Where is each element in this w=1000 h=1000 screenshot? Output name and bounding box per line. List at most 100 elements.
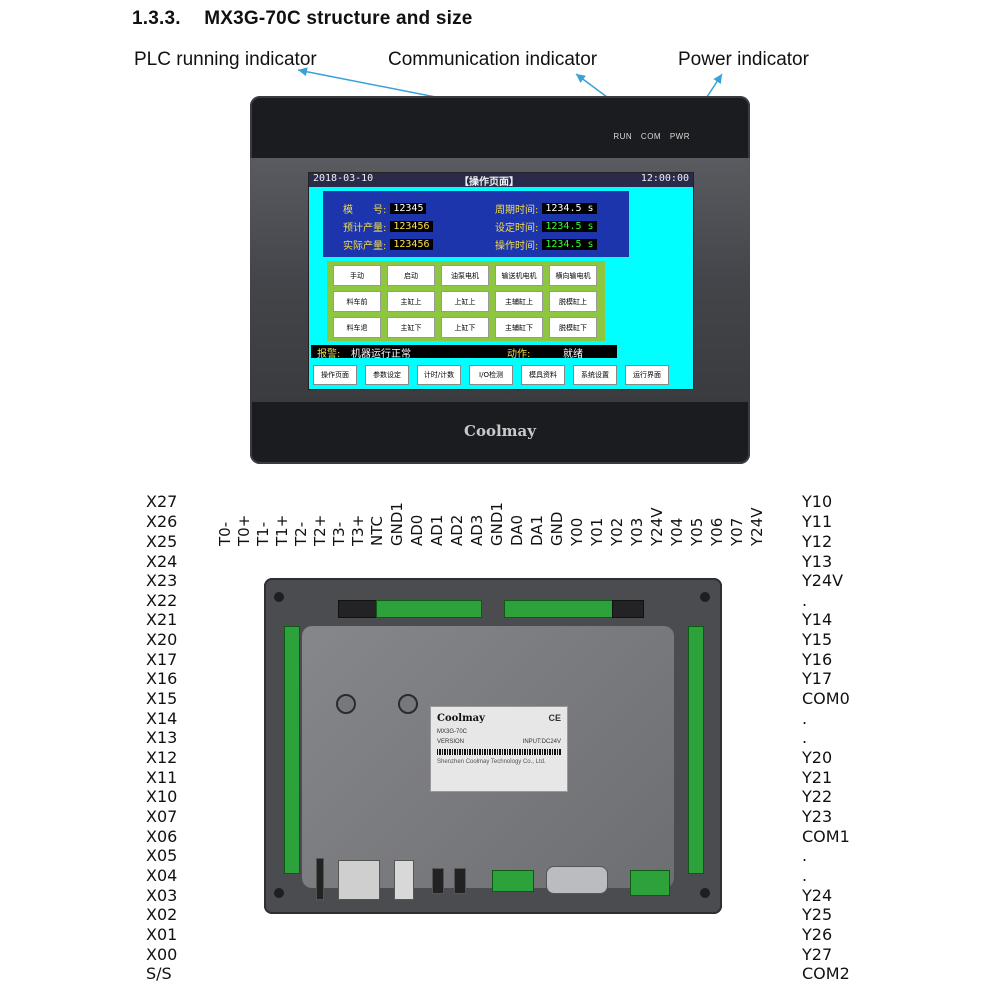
- pin-label-right: Y22: [802, 787, 833, 806]
- nav-button[interactable]: 系统设置: [573, 365, 617, 385]
- screw-icon: [700, 592, 710, 602]
- grid-button[interactable]: 料车退: [333, 317, 381, 338]
- pin-label-left: X02: [146, 905, 178, 924]
- screw-icon: [274, 592, 284, 602]
- screw-icon: [274, 888, 284, 898]
- ethernet-port[interactable]: [338, 860, 380, 900]
- pin-label-top: DA0: [508, 514, 526, 546]
- callout-pwr-indicator: Power indicator: [678, 49, 809, 70]
- pin-label-top: AD2: [448, 514, 466, 546]
- grid-button[interactable]: 输送机电机: [495, 265, 543, 286]
- screen-topbar: 2018-03-10 【操作页面】 12:00:00: [309, 173, 693, 188]
- grid-button[interactable]: 脱模缸下: [549, 317, 597, 338]
- pin-label-top: AD1: [428, 514, 446, 546]
- indicator-labels: RUN COM PWR: [607, 132, 690, 141]
- pin-label-left: X04: [146, 866, 178, 885]
- sd-slot[interactable]: [316, 858, 324, 900]
- hmi-screen[interactable]: 2018-03-10 【操作页面】 12:00:00 模 号: 12345 预计…: [308, 172, 694, 390]
- grid-button[interactable]: 主缸下: [387, 317, 435, 338]
- nav-button[interactable]: 计时/计数: [417, 365, 461, 385]
- pin-label-right: .: [802, 591, 808, 610]
- screen-time: 12:00:00: [640, 173, 689, 184]
- pin-label-top: GND: [548, 511, 566, 546]
- pin-label-left: X21: [146, 610, 178, 629]
- screw-icon: [700, 888, 710, 898]
- field-label: 周期时间:: [495, 205, 539, 216]
- pin-label-top: Y24V: [748, 507, 766, 546]
- pin-label-right: Y17: [802, 669, 833, 688]
- callout-com-indicator: Communication indicator: [388, 49, 598, 70]
- grid-button[interactable]: 主缸上: [387, 291, 435, 312]
- field-label: 预计产量:: [343, 223, 387, 234]
- pin-label-right: Y10: [802, 492, 833, 511]
- pin-label-right: Y12: [802, 532, 833, 551]
- grid-button[interactable]: 启动: [387, 265, 435, 286]
- pin-label-left: X17: [146, 650, 178, 669]
- grid-button[interactable]: 上缸上: [441, 291, 489, 312]
- pin-label-right: Y20: [802, 748, 833, 767]
- action-label: 动作:: [507, 349, 531, 360]
- nav-button[interactable]: 模具资料: [521, 365, 565, 385]
- hmi-front-panel: RUN COM PWR 2018-03-10 【操作页面】 12:00:00 模…: [250, 96, 750, 464]
- pin-label-top: T2+: [311, 514, 329, 546]
- grid-button[interactable]: 手动: [333, 265, 381, 286]
- pin-label-left: X22: [146, 591, 178, 610]
- field-value: 123456: [390, 221, 433, 232]
- grid-button[interactable]: 料车前: [333, 291, 381, 312]
- field-row: 设定时间: 1234.5 s: [495, 219, 597, 234]
- pin-label-top: AD3: [468, 514, 486, 546]
- pin-label-left: X14: [146, 709, 178, 728]
- grid-button[interactable]: 横向输电机: [549, 265, 597, 286]
- pin-label-right: Y13: [802, 552, 833, 571]
- field-value: 1234.5 s: [542, 221, 597, 232]
- pin-label-top: T2-: [292, 521, 310, 546]
- pin-label-left: X12: [146, 748, 178, 767]
- terminal-strip-inputs: [284, 626, 300, 874]
- pin-label-top: T3-: [330, 521, 348, 546]
- nav-button[interactable]: I/O检测: [469, 365, 513, 385]
- grid-button[interactable]: 上缸下: [441, 317, 489, 338]
- pin-label-top: Y01: [588, 517, 606, 546]
- grid-button[interactable]: 油泵电机: [441, 265, 489, 286]
- nav-button[interactable]: 运行界面: [625, 365, 669, 385]
- pin-label-right: COM1: [802, 827, 850, 846]
- terminal-power: [630, 870, 670, 896]
- pin-label-left: X23: [146, 571, 178, 590]
- pin-label-right: Y14: [802, 610, 833, 629]
- nav-button[interactable]: 操作页面: [313, 365, 357, 385]
- terminal-strip-outputs: [688, 626, 704, 874]
- pin-label-right: Y26: [802, 925, 833, 944]
- pin-label-left: X10: [146, 787, 178, 806]
- grid-button[interactable]: 脱模缸上: [549, 291, 597, 312]
- pin-label-right: Y11: [802, 512, 833, 531]
- nav-button[interactable]: 参数设定: [365, 365, 409, 385]
- knob-icon[interactable]: [398, 694, 418, 714]
- pin-label-top: Y24V: [648, 507, 666, 546]
- pin-label-top: GND1: [488, 502, 506, 546]
- section-title: MX3G-70C structure and size: [204, 8, 473, 29]
- usb-port[interactable]: [394, 860, 414, 900]
- pin-label-top: T1+: [273, 514, 291, 546]
- section-number: 1.3.3.: [132, 8, 181, 29]
- pin-label-top: Y07: [728, 517, 746, 546]
- pin-label-left: X07: [146, 807, 178, 826]
- pin-label-left: X20: [146, 630, 178, 649]
- terminal-block-analog-green: [376, 600, 482, 618]
- pin-label-top: DA1: [528, 514, 546, 546]
- grid-button[interactable]: 主辅缸下: [495, 317, 543, 338]
- pin-label-right: .: [802, 709, 808, 728]
- grid-button[interactable]: 主辅缸上: [495, 291, 543, 312]
- usb-c-port[interactable]: [432, 868, 444, 894]
- db9-serial-port[interactable]: [546, 866, 608, 894]
- pin-label-top: Y06: [708, 517, 726, 546]
- pin-label-left: X06: [146, 827, 178, 846]
- knob-icon[interactable]: [336, 694, 356, 714]
- field-label: 模 号:: [343, 205, 387, 216]
- pin-label-top: T1-: [254, 521, 272, 546]
- pin-label-right: Y25: [802, 905, 833, 924]
- pin-label-right: COM2: [802, 964, 850, 983]
- pin-label-top: Y04: [668, 517, 686, 546]
- indicator-run: RUN: [613, 132, 633, 141]
- usb-c-port[interactable]: [454, 868, 466, 894]
- pin-label-right: Y15: [802, 630, 833, 649]
